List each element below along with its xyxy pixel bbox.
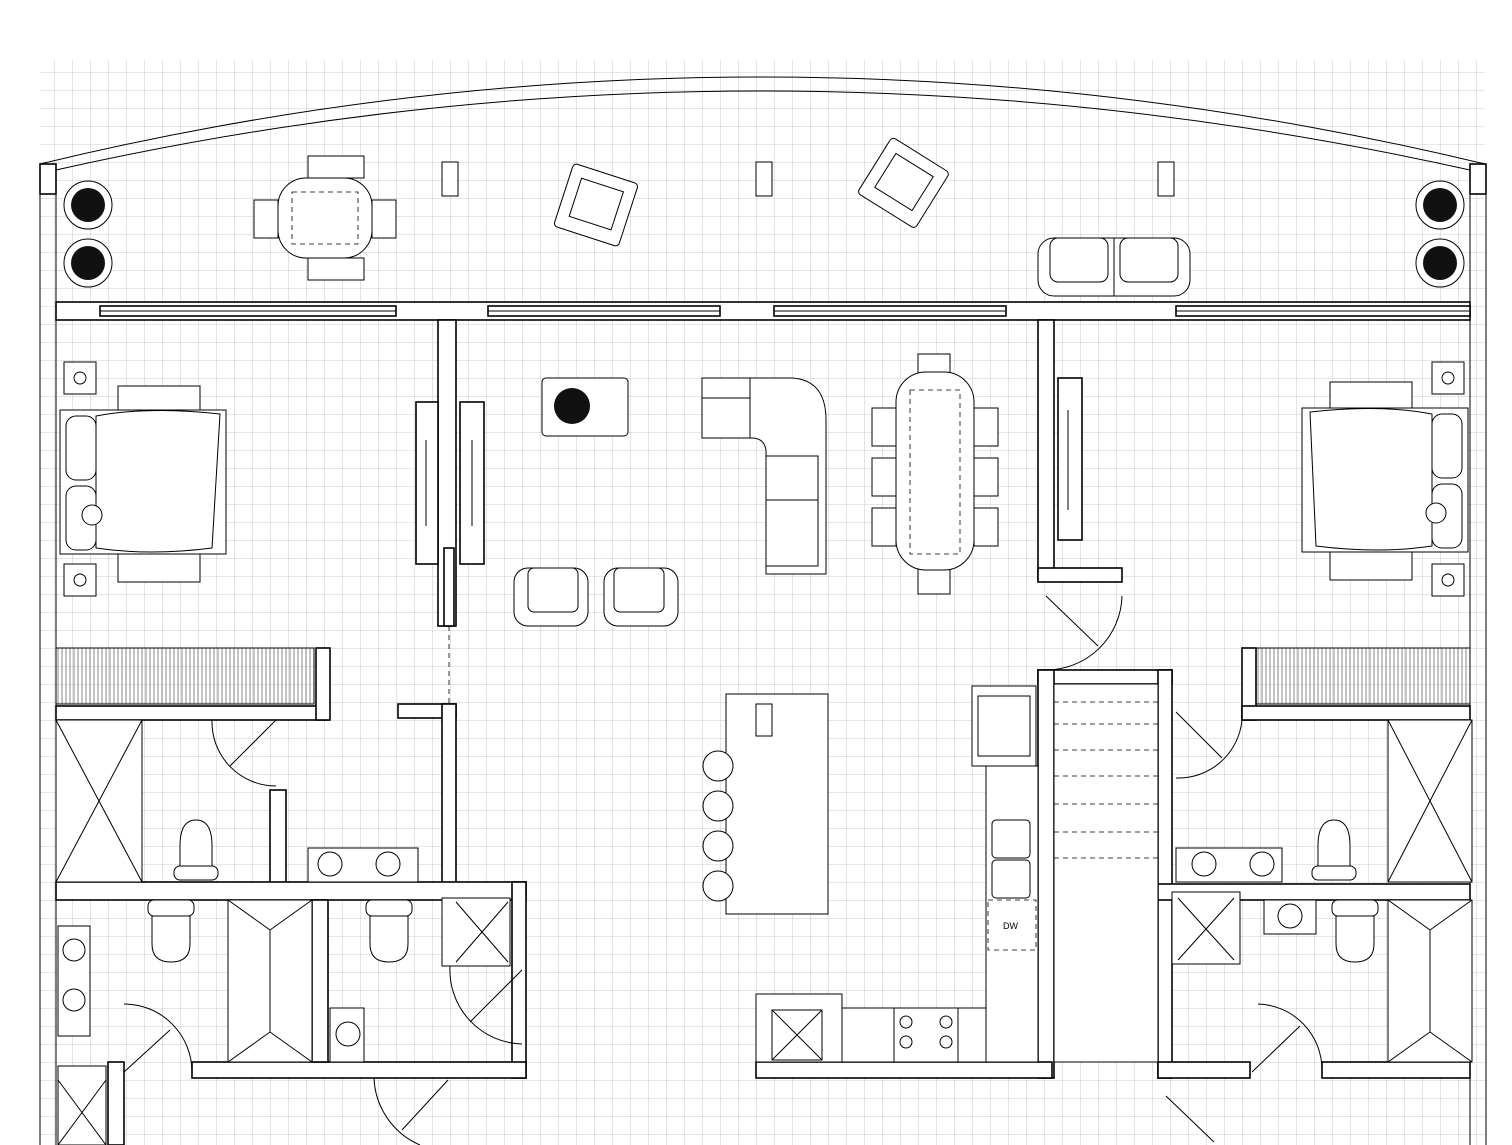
armchair-pair <box>513 567 679 627</box>
lounge-chair <box>858 137 949 228</box>
sectional-sofa <box>701 377 827 575</box>
lounge-chair <box>554 163 638 247</box>
bathroom-left <box>55 719 511 1145</box>
living-room-rug <box>541 377 629 437</box>
bathroom-right <box>1171 719 1473 1063</box>
planter-group <box>63 180 1465 288</box>
door-swings <box>123 595 1323 1145</box>
bedroom-closet <box>1255 647 1471 705</box>
dishwasher-label: DW <box>1003 921 1018 931</box>
bed-right <box>1301 361 1469 597</box>
bedroom-closet <box>55 647 315 705</box>
balcony-table <box>253 155 397 281</box>
dining-table <box>871 353 999 595</box>
balcony-curve <box>39 76 1486 165</box>
kitchen-island <box>702 693 829 915</box>
sliding-door-wall <box>55 301 1471 321</box>
stairs <box>1053 683 1159 1063</box>
bed-left <box>59 361 227 597</box>
interior-walls <box>55 319 1471 1145</box>
balcony-sofa <box>1037 237 1191 297</box>
kitchen-counter: DW <box>755 685 1039 1063</box>
